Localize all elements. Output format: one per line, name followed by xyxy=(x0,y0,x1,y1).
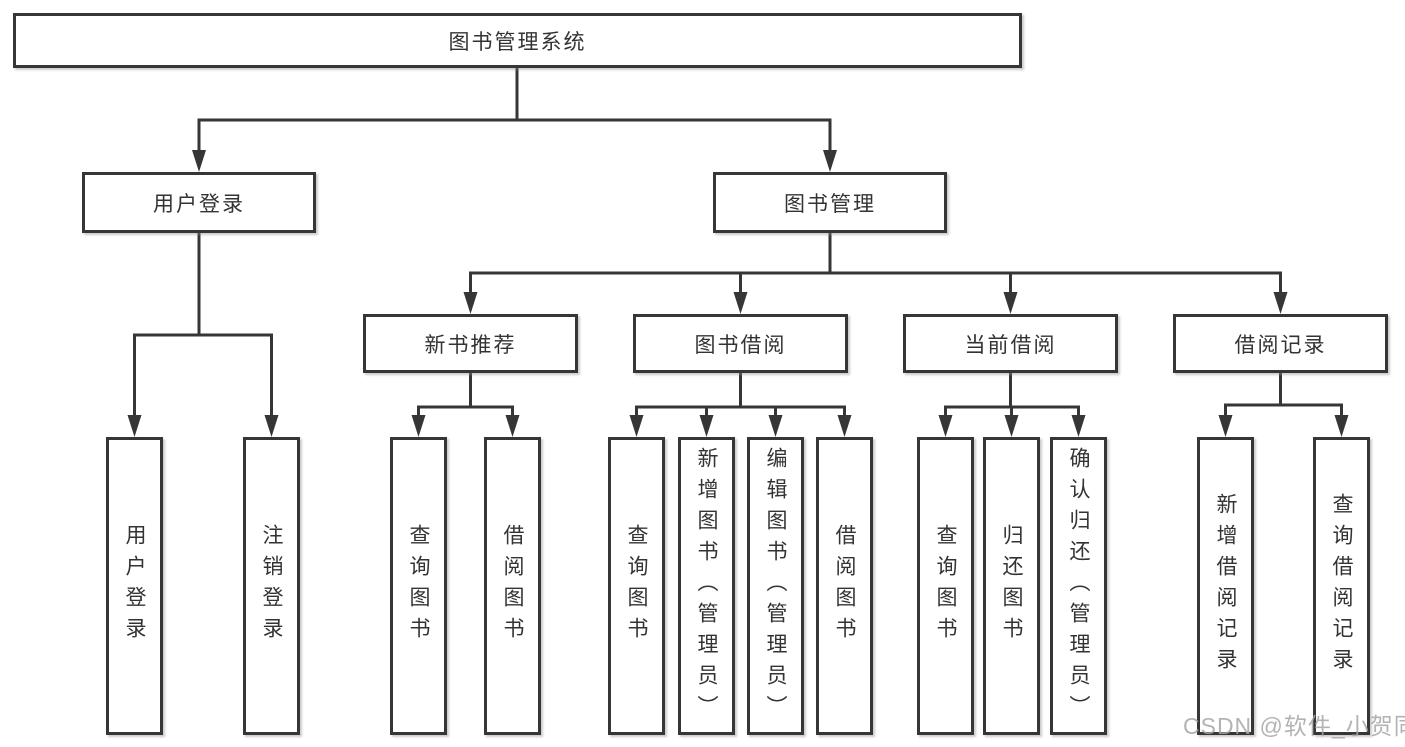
connector-root-to-level2 xyxy=(192,66,837,172)
connector-current-to-leaves xyxy=(938,373,1086,437)
leaf-borrow-books-recommend: 借阅图书 xyxy=(484,437,541,735)
node-book-management-label: 图书管理 xyxy=(784,192,876,216)
leaf-query-books-current-label: 查询图书 xyxy=(934,524,957,648)
node-book-borrowing-label: 图书借阅 xyxy=(694,333,787,357)
leaf-query-books-current: 查询图书 xyxy=(917,437,974,735)
leaf-add-books-admin: 新增图书（管理员） xyxy=(678,437,735,735)
node-user-login: 用户登录 xyxy=(82,172,316,233)
leaf-query-books-borrowing-label: 查询图书 xyxy=(625,524,648,648)
leaf-add-borrow-record-label: 新增借阅记录 xyxy=(1214,493,1237,679)
leaf-query-books-recommend: 查询图书 xyxy=(390,437,447,735)
node-borrowing-records-label: 借阅记录 xyxy=(1234,333,1327,357)
connector-newbook-to-leaves xyxy=(411,373,520,437)
connector-records-to-leaves xyxy=(1218,373,1349,437)
leaf-confirm-return-admin-label: 确认归还（管理员） xyxy=(1067,446,1090,726)
leaf-logout: 注销登录 xyxy=(243,437,300,735)
leaf-confirm-return-admin: 确认归还（管理员） xyxy=(1050,437,1107,735)
leaf-add-borrow-record: 新增借阅记录 xyxy=(1197,437,1254,735)
node-book-management: 图书管理 xyxy=(713,172,947,233)
node-current-borrowing-label: 当前借阅 xyxy=(964,333,1057,357)
leaf-return-books: 归还图书 xyxy=(983,437,1040,735)
leaf-user-login-label: 用户登录 xyxy=(123,524,146,648)
node-new-book-recommend: 新书推荐 xyxy=(363,314,578,373)
node-new-book-recommend-label: 新书推荐 xyxy=(424,333,517,357)
node-book-borrowing: 图书借阅 xyxy=(633,314,848,373)
leaf-borrow-books-recommend-label: 借阅图书 xyxy=(501,524,524,648)
connector-bookmgmt-to-level3 xyxy=(463,233,1288,314)
leaf-query-books-borrowing: 查询图书 xyxy=(608,437,665,735)
connector-userlogin-to-leaves xyxy=(127,233,279,437)
connector-borrow-to-leaves xyxy=(629,373,852,437)
leaf-query-books-recommend-label: 查询图书 xyxy=(407,524,430,648)
leaf-query-borrow-record-label: 查询借阅记录 xyxy=(1330,493,1353,679)
node-borrowing-records: 借阅记录 xyxy=(1173,314,1388,373)
leaf-query-borrow-record: 查询借阅记录 xyxy=(1313,437,1370,735)
leaf-borrow-books: 借阅图书 xyxy=(816,437,873,735)
leaf-user-login: 用户登录 xyxy=(106,437,163,735)
node-root-system: 图书管理系统 xyxy=(13,13,1022,68)
leaf-logout-label: 注销登录 xyxy=(260,524,283,648)
node-user-login-label: 用户登录 xyxy=(153,192,245,216)
leaf-edit-books-admin: 编辑图书（管理员） xyxy=(747,437,804,735)
node-root-system-label: 图书管理系统 xyxy=(448,30,587,54)
csdn-watermark: CSDN @软件_小贺同学 xyxy=(1183,713,1405,739)
node-current-borrowing: 当前借阅 xyxy=(903,314,1118,373)
leaf-return-books-label: 归还图书 xyxy=(1000,524,1023,648)
leaf-edit-books-admin-label: 编辑图书（管理员） xyxy=(764,446,787,726)
leaf-add-books-admin-label: 新增图书（管理员） xyxy=(695,446,718,726)
leaf-borrow-books-label: 借阅图书 xyxy=(833,524,856,648)
